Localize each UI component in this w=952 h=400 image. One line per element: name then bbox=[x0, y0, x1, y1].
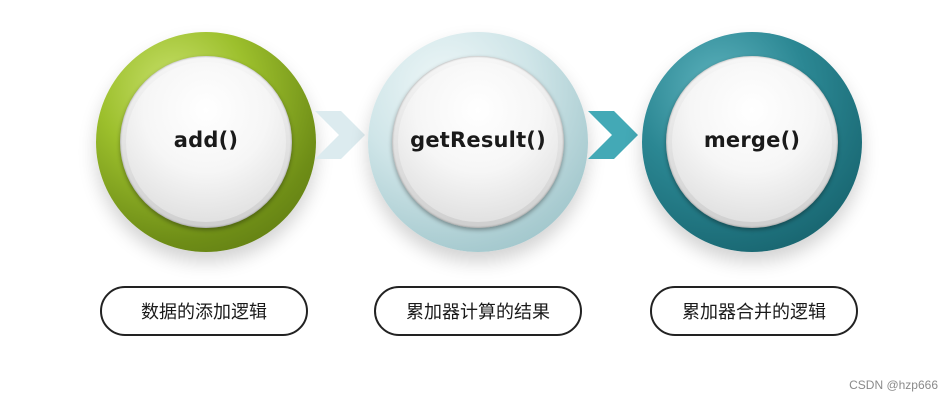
step-face: merge() bbox=[672, 62, 832, 222]
step-caption-add: 数据的添加逻辑 bbox=[100, 286, 308, 336]
chevron-right-icon bbox=[315, 111, 365, 159]
step-node-merge: merge() bbox=[642, 32, 862, 252]
step-caption-merge: 累加器合并的逻辑 bbox=[650, 286, 858, 336]
step-method-label: add() bbox=[173, 128, 239, 152]
watermark: CSDN @hzp666 bbox=[849, 378, 938, 392]
step-face: getResult() bbox=[398, 62, 558, 222]
step-face: add() bbox=[126, 62, 286, 222]
step-node-getresult: getResult() bbox=[368, 32, 588, 252]
step-method-label: merge() bbox=[703, 128, 801, 152]
step-method-label: getResult() bbox=[410, 128, 546, 152]
step-node-add: add() bbox=[96, 32, 316, 252]
chevron-right-icon bbox=[588, 111, 638, 159]
step-caption-getresult: 累加器计算的结果 bbox=[374, 286, 582, 336]
